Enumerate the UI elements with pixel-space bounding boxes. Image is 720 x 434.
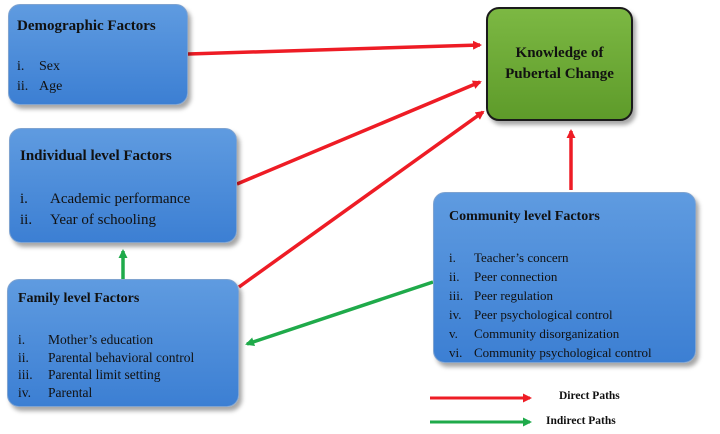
family-title: Family level Factors xyxy=(18,291,140,306)
list-item: ii. Year of schooling xyxy=(20,210,190,231)
item-number: i. xyxy=(17,59,25,74)
item-text: Community disorganization xyxy=(474,326,620,341)
item-text: Parental xyxy=(48,384,93,400)
arrow-individual-to-knowledge xyxy=(236,80,482,186)
item-text: Peer psychological control xyxy=(474,307,613,322)
item-text: Parental limit setting xyxy=(48,367,161,382)
demographic-title: Demographic Factors xyxy=(17,18,156,34)
item-text: Peer connection xyxy=(474,269,558,284)
item-number: iv. xyxy=(449,307,462,322)
individual-factors-box: Individual level Factors i. Academic perf… xyxy=(9,128,237,243)
item-number: i. xyxy=(18,332,26,347)
item-number: ii. xyxy=(449,269,460,284)
list-item: i. Mother’s education xyxy=(18,331,194,349)
list-item: vi. Community psychological control xyxy=(449,343,652,362)
knowledge-title: Knowledge of Pubertal Change xyxy=(505,45,614,82)
item-text: Academic performance xyxy=(50,191,191,207)
knowledge-outcome-box: Knowledge of Pubertal Change xyxy=(486,7,633,121)
list-item: ii. Parental behavioral control xyxy=(18,349,194,367)
family-factors-box: Family level Factors i. Mother’s educatio… xyxy=(7,279,239,407)
individual-title: Individual level Factors xyxy=(20,148,172,164)
item-number: ii. xyxy=(17,79,29,94)
list-item: ii. Peer connection xyxy=(449,267,652,286)
family-list: i. Mother’s education ii. Parental behavio… xyxy=(18,331,194,401)
demographic-list: i. Sex ii. Age xyxy=(17,57,62,97)
item-number: i. xyxy=(20,191,28,207)
community-list: i. Teacher’s concern ii. Peer connection i… xyxy=(449,248,652,362)
individual-list: i. Academic performance ii. Year of school… xyxy=(20,189,190,231)
list-item: i. Sex xyxy=(17,57,62,77)
item-number: iv. xyxy=(18,384,31,400)
arrow-family-to-knowledge xyxy=(237,110,485,289)
arrow-community-to-family xyxy=(245,280,434,347)
item-number: ii. xyxy=(20,212,33,228)
demographic-factors-box: Demographic Factors i. Sex ii. Age xyxy=(8,4,188,105)
list-item: iii. Parental limit setting xyxy=(18,366,194,384)
legend-indirect-label: Indirect Paths xyxy=(546,415,616,427)
item-text: Parental behavioral control xyxy=(48,349,195,365)
community-title: Community level Factors xyxy=(449,209,600,224)
item-text: Sex xyxy=(39,59,60,74)
arrow-demographic-to-knowledge xyxy=(187,40,482,56)
list-item: iv. Parental xyxy=(18,384,194,402)
item-text: Peer regulation xyxy=(474,288,554,303)
item-text: Age xyxy=(39,79,63,94)
legend-direct-label: Direct Paths xyxy=(559,390,620,402)
item-text: Mother’s education xyxy=(48,332,154,347)
item-number: vi. xyxy=(449,345,463,360)
list-item: iv. Peer psychological control xyxy=(449,305,652,324)
item-text: Year of schooling xyxy=(50,212,156,228)
item-number: ii. xyxy=(18,349,29,365)
item-text: Community psychological control xyxy=(474,345,652,360)
item-number: v. xyxy=(449,326,458,341)
list-item: ii. Age xyxy=(17,77,62,97)
item-text: Teacher’s concern xyxy=(474,250,569,265)
list-item: i. Teacher’s concern xyxy=(449,248,652,267)
list-item: v. Community disorganization xyxy=(449,324,652,343)
item-number: iii. xyxy=(18,367,33,382)
item-number: iii. xyxy=(449,288,464,303)
list-item: iii. Peer regulation xyxy=(449,286,652,305)
item-number: i. xyxy=(449,250,456,265)
community-factors-box: Community level Factors i. Teacher’s conc… xyxy=(433,192,696,363)
list-item: i. Academic performance xyxy=(20,189,190,210)
